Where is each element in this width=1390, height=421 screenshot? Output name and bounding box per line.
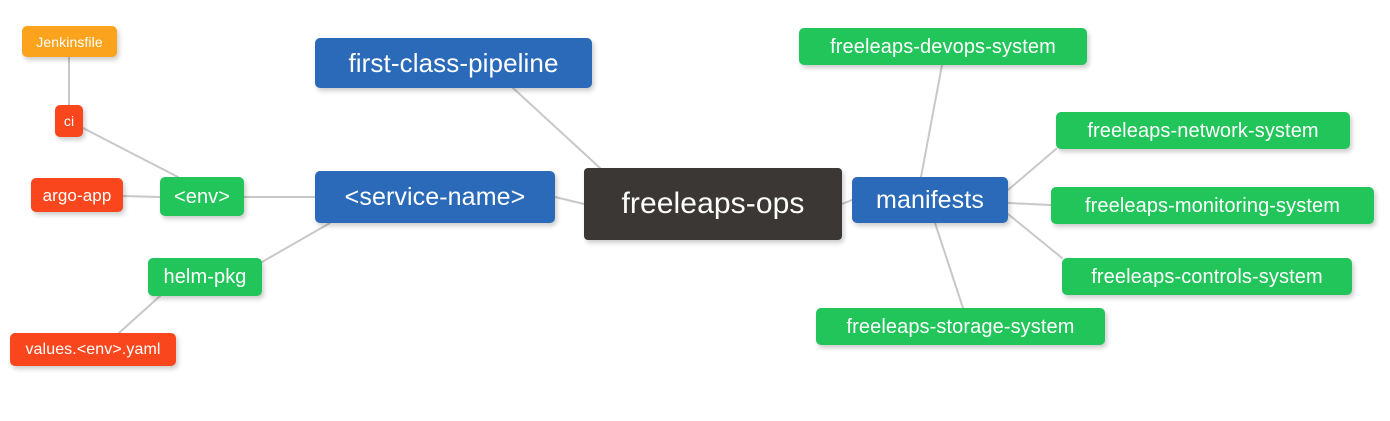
edge-manifests-to-freeleaps-devops-system xyxy=(920,64,943,178)
node-env[interactable]: <env> xyxy=(160,177,244,216)
node-values-env-yaml[interactable]: values.<env>.yaml xyxy=(10,333,176,366)
edge-helm-pkg-to-values-env-yaml xyxy=(118,295,161,334)
node-freeleaps-storage-system[interactable]: freeleaps-storage-system xyxy=(816,308,1105,345)
edge-freeleaps-ops-to-service-name xyxy=(554,196,585,205)
node-freeleaps-network-system[interactable]: freeleaps-network-system xyxy=(1056,112,1350,149)
edge-freeleaps-ops-to-manifests xyxy=(841,199,853,205)
edge-env-to-ci xyxy=(82,127,179,178)
node-argo-app[interactable]: argo-app xyxy=(31,178,123,212)
edge-freeleaps-ops-to-first-class-pipeline xyxy=(512,87,601,169)
node-freeleaps-monitoring-system[interactable]: freeleaps-monitoring-system xyxy=(1051,187,1374,224)
edge-manifests-to-freeleaps-monitoring-system xyxy=(1007,202,1052,206)
node-freeleaps-ops[interactable]: freeleaps-ops xyxy=(584,168,842,240)
node-manifests[interactable]: manifests xyxy=(852,177,1008,223)
node-service-name[interactable]: <service-name> xyxy=(315,171,555,223)
node-freeleaps-devops-system[interactable]: freeleaps-devops-system xyxy=(799,28,1087,65)
edge-service-name-to-helm-pkg xyxy=(261,222,331,263)
node-freeleaps-controls-system[interactable]: freeleaps-controls-system xyxy=(1062,258,1352,295)
node-helm-pkg[interactable]: helm-pkg xyxy=(148,258,262,296)
edge-manifests-to-freeleaps-network-system xyxy=(1007,148,1057,191)
node-ci[interactable]: ci xyxy=(55,105,83,137)
node-first-class-pipeline[interactable]: first-class-pipeline xyxy=(315,38,592,88)
node-jenkinsfile[interactable]: Jenkinsfile xyxy=(22,26,117,57)
edge-env-to-argo-app xyxy=(122,195,161,198)
edge-manifests-to-freeleaps-storage-system xyxy=(934,222,964,309)
